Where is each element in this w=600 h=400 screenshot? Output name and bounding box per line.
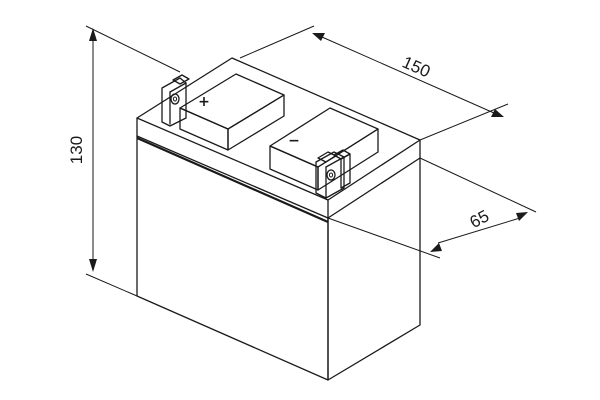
negative-symbol: − — [288, 133, 300, 149]
positive-symbol: + — [198, 94, 210, 110]
width-arrow-bottom — [430, 243, 442, 252]
width-arrow-top — [516, 212, 528, 221]
length-label: 150 — [399, 53, 433, 82]
length-extension-right — [419, 103, 509, 141]
width-dimension-line — [437, 217, 521, 244]
battery-body — [136, 57, 421, 381]
length-dimension: 150 — [239, 25, 509, 141]
height-arrow-bottom — [89, 259, 97, 272]
height-arrow-top — [89, 28, 97, 41]
width-extension-bottom — [327, 217, 441, 259]
width-extension-top — [419, 157, 537, 213]
height-extension-top — [85, 25, 181, 73]
battery-front-face — [136, 135, 329, 381]
lid-block-negative — [269, 107, 379, 191]
height-dimension: 130 — [67, 25, 181, 297]
length-extension-left — [239, 25, 315, 59]
battery-side-face — [327, 157, 421, 381]
length-arrow-right — [491, 109, 504, 117]
positive-terminal — [161, 74, 190, 127]
lid-block-positive — [179, 73, 285, 151]
length-arrow-left — [312, 33, 325, 41]
negative-terminal — [315, 149, 351, 199]
height-label: 130 — [67, 136, 86, 164]
width-dimension: 65 — [327, 157, 537, 259]
length-dimension-line — [321, 36, 495, 114]
lid-seam — [136, 136, 329, 224]
height-extension-bottom — [85, 273, 138, 297]
